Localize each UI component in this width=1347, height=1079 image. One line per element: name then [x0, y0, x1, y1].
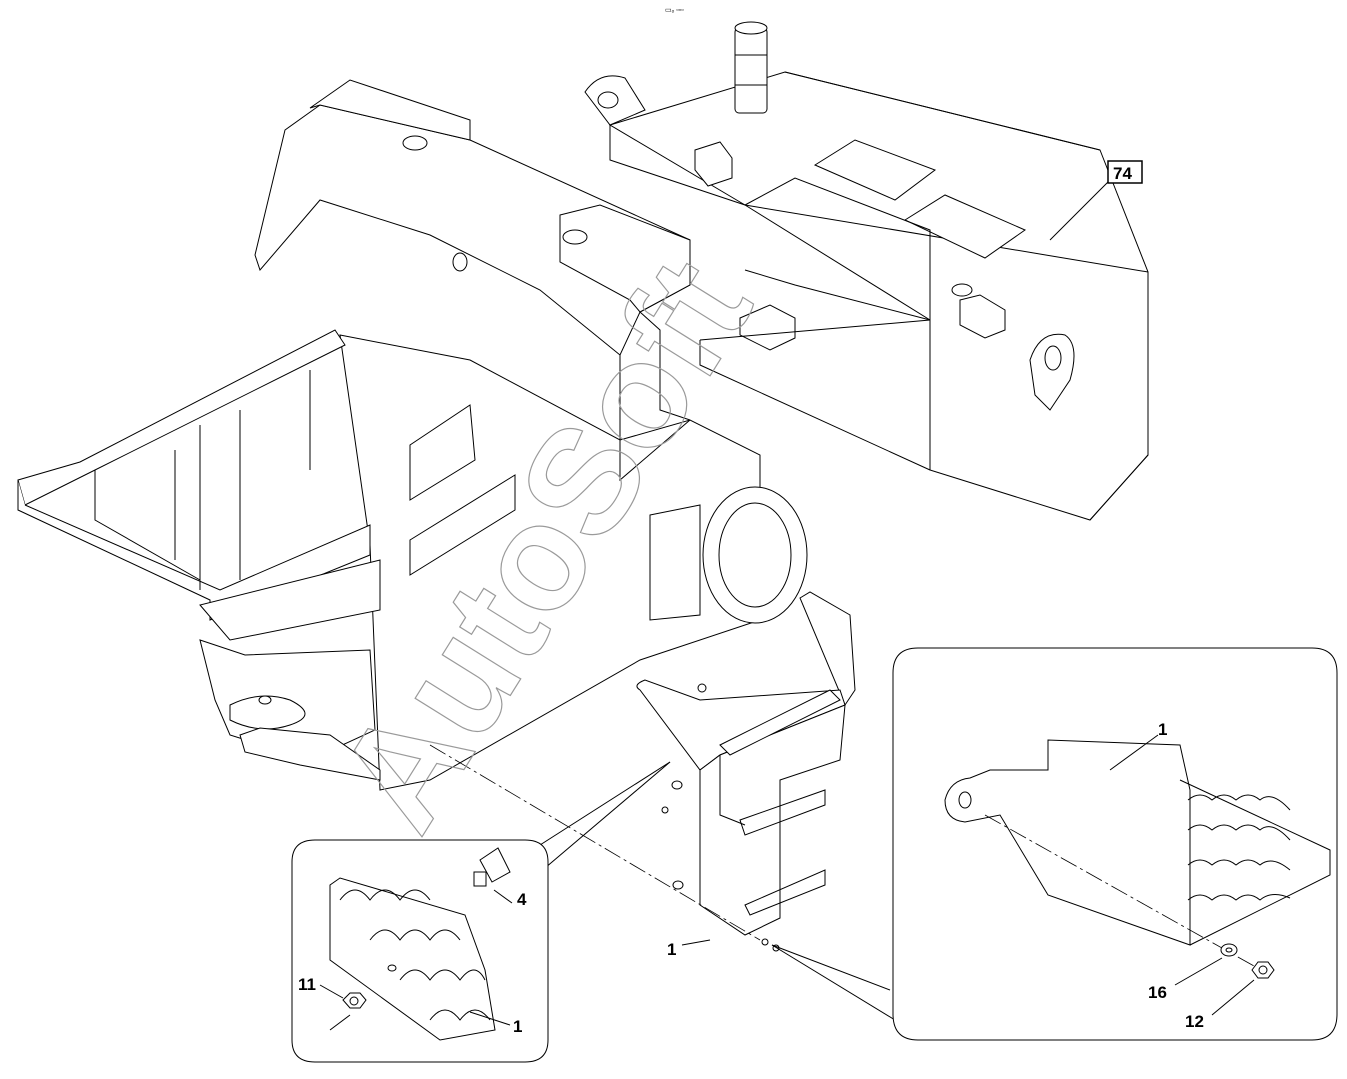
callout-4-bumper: 4 — [517, 890, 527, 909]
callout-1-detail-left: 1 — [513, 1017, 522, 1036]
main-frame — [17, 21, 1149, 791]
header-code: ▭ₒ ▫▫▫ — [665, 7, 684, 14]
detail-box-right — [892, 647, 1338, 1041]
swing-bearing-ring — [649, 486, 808, 624]
callout-1-detail-right: 1 — [1158, 720, 1167, 739]
detail-box-left — [291, 839, 549, 1063]
step-assembly — [636, 591, 856, 952]
assembly-axis-line — [429, 744, 761, 941]
callout-74: 74 — [1113, 164, 1132, 183]
callout-16-washer: 16 — [1148, 983, 1167, 1002]
callout-12-nut: 12 — [1185, 1012, 1204, 1031]
callout-11-nut: 11 — [298, 975, 316, 994]
leader-1-main — [681, 939, 711, 946]
leader-74 — [1049, 179, 1111, 241]
callout-1-step: 1 — [667, 940, 676, 959]
detail-leaders — [539, 761, 896, 1021]
callout-74-box — [1107, 160, 1143, 184]
